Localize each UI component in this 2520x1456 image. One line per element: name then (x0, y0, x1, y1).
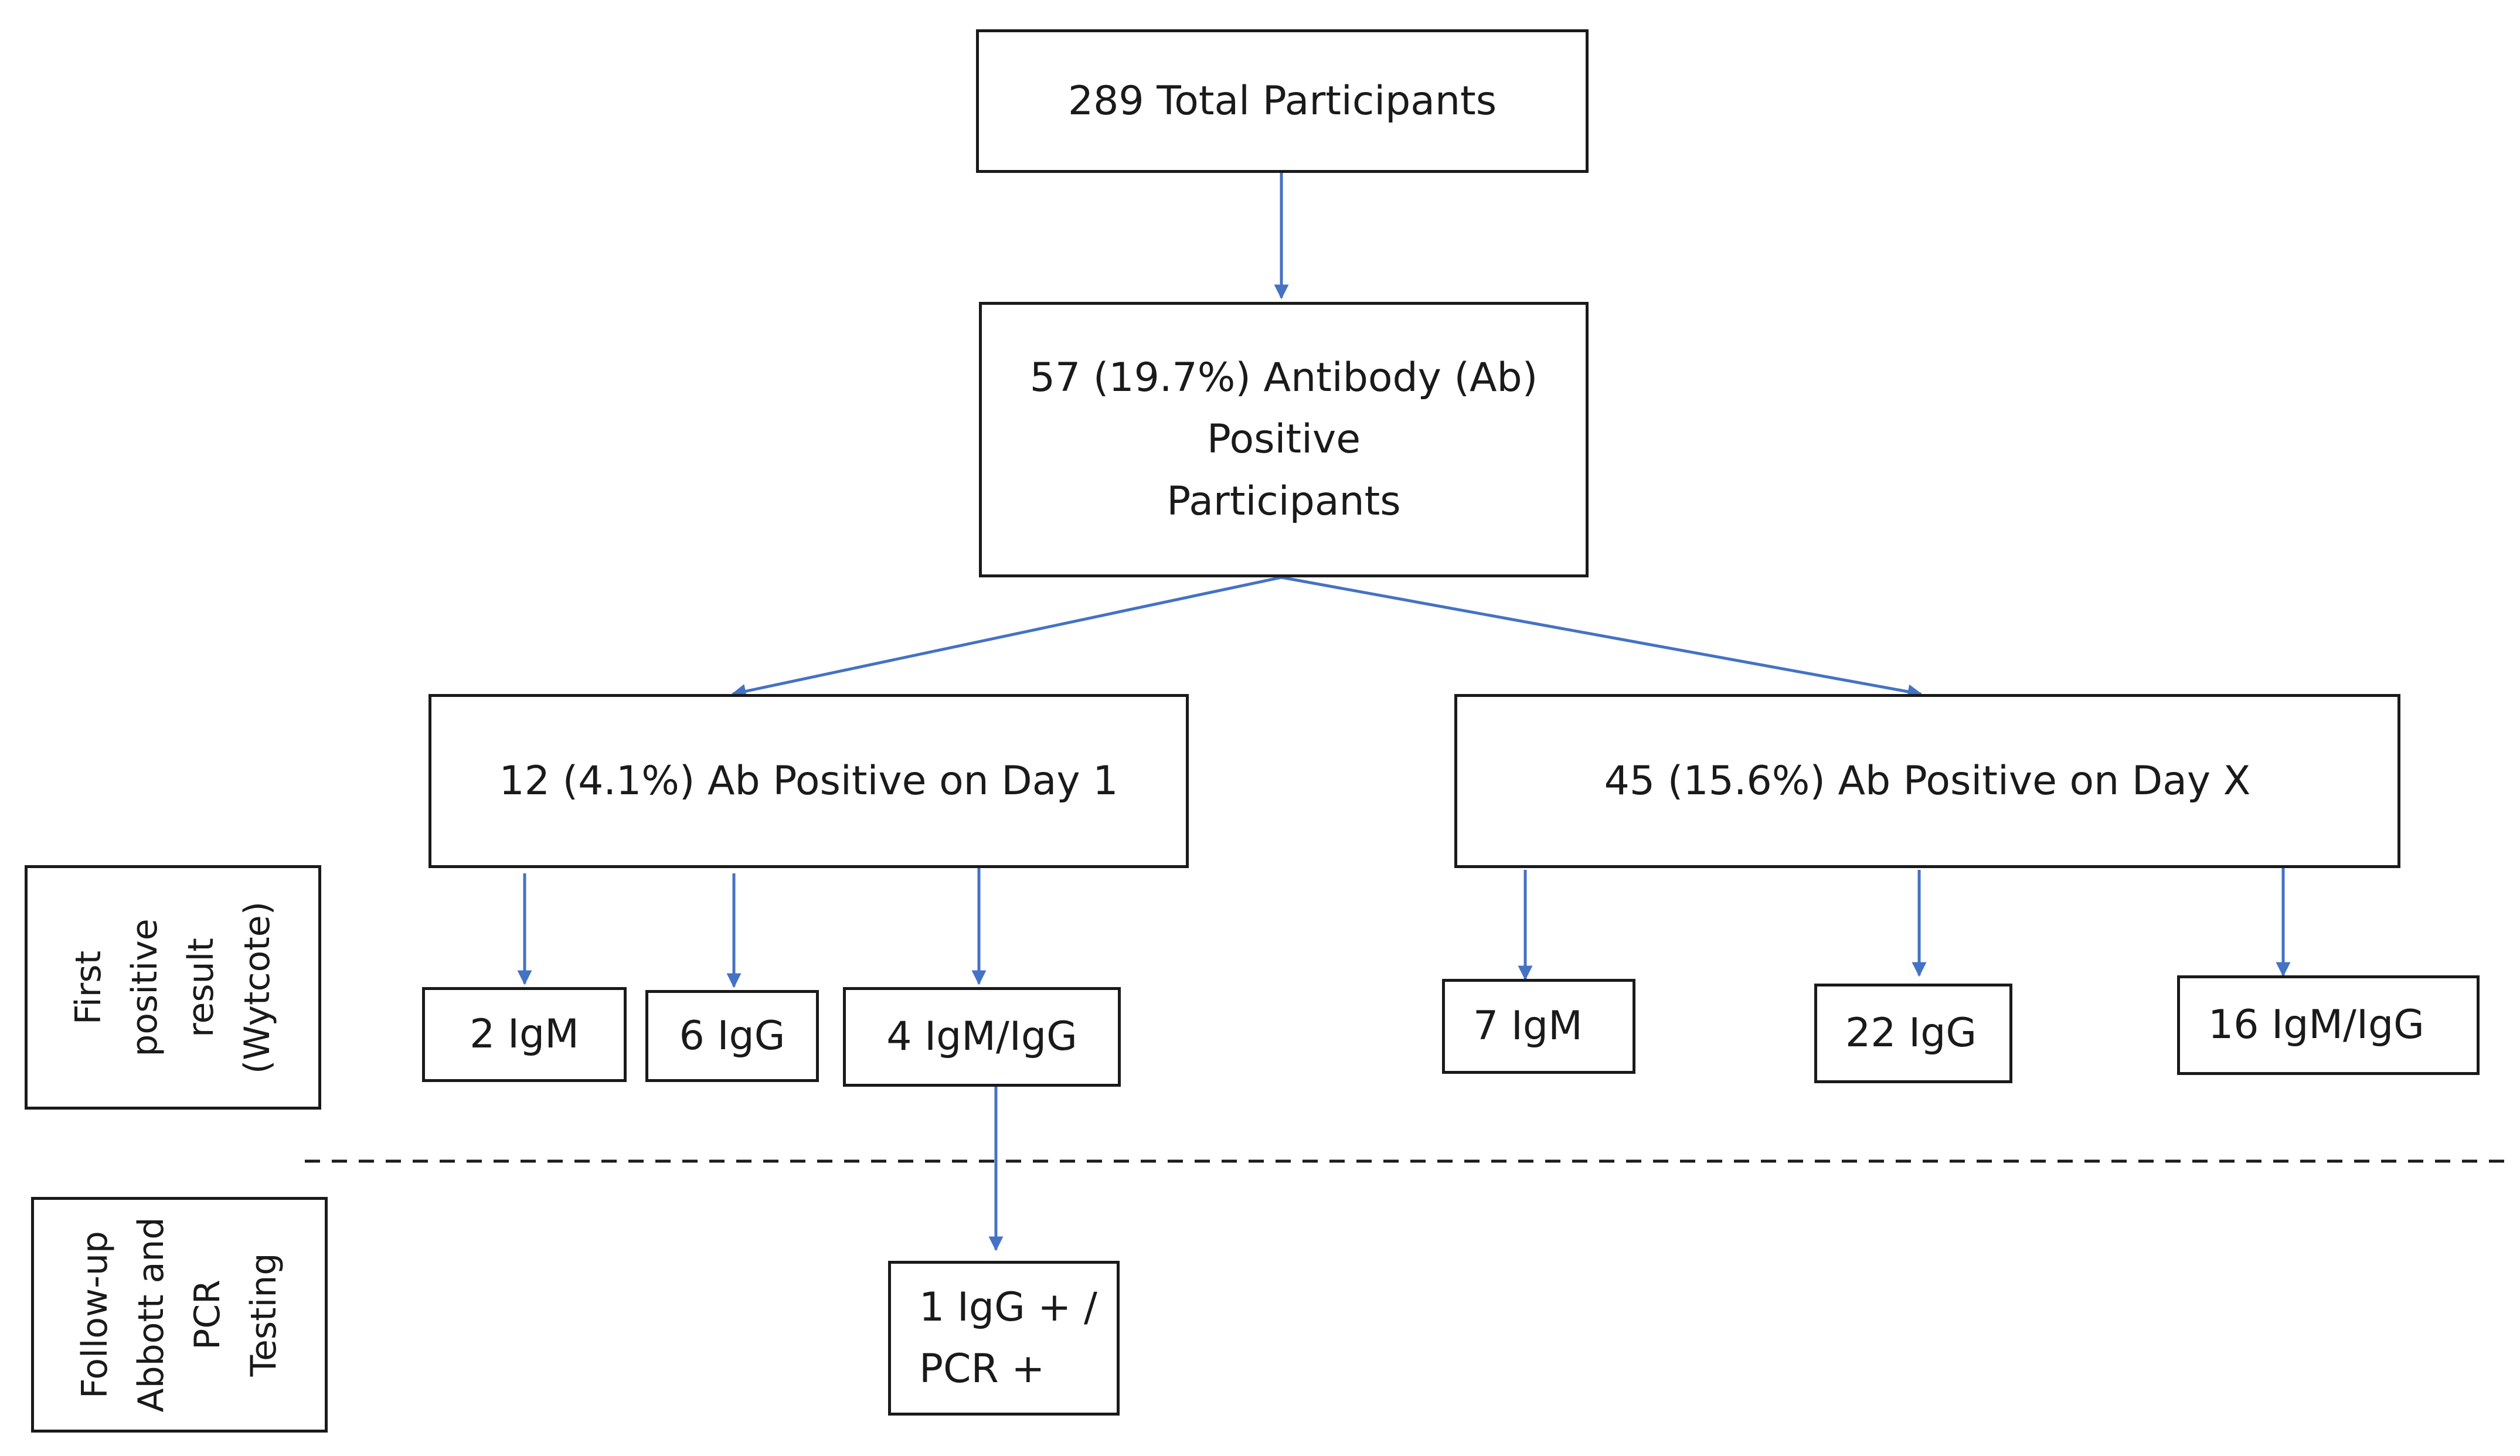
side-label-first-result: First positive result (Wytcote) (25, 865, 321, 1110)
side-label-first-result-line-3: result (181, 937, 222, 1037)
side-label-first-result-line-1: First (68, 950, 109, 1025)
node-dayx-positive-label: 45 (15.6%) Ab Positive on Day X (1604, 757, 2251, 804)
node-day1-igm: 2 IgM (422, 987, 627, 1082)
node-day1-positive: 12 (4.1%) Ab Positive on Day 1 (428, 694, 1189, 868)
node-followup-result-line-2: PCR + (919, 1346, 1045, 1392)
node-antibody-positive-line-1: 57 (19.7%) Antibody (Ab) (1029, 354, 1538, 401)
node-total-participants: 289 Total Participants (976, 29, 1589, 173)
node-day1-igm-label: 2 IgM (470, 1011, 579, 1058)
node-dayx-igg: 22 IgG (1814, 984, 2012, 1083)
node-followup-result-line-1: 1 IgG + / (919, 1284, 1097, 1331)
side-label-followup-line-1: Follow-up (74, 1231, 115, 1399)
side-label-followup-line-3: PCR (187, 1280, 228, 1350)
node-total-participants-label: 289 Total Participants (1067, 77, 1497, 124)
node-day1-positive-label: 12 (4.1%) Ab Positive on Day 1 (499, 757, 1118, 804)
node-dayx-positive: 45 (15.6%) Ab Positive on Day X (1454, 694, 2400, 868)
side-label-followup-line-2: Abbott and (131, 1217, 172, 1413)
node-dayx-igm-igg-label: 16 IgM/IgG (2208, 1002, 2424, 1049)
node-antibody-positive: 57 (19.7%) Antibody (Ab) Positive Partic… (979, 302, 1589, 577)
side-label-followup: Follow-up Abbott and PCR Testing (31, 1197, 328, 1433)
side-label-first-result-line-2: positive (124, 918, 165, 1057)
node-dayx-igm-label: 7 IgM (1473, 1003, 1583, 1050)
side-label-followup-line-4: Testing (243, 1253, 284, 1377)
node-day1-igm-igg-label: 4 IgM/IgG (886, 1013, 1077, 1060)
node-day1-igg-label: 6 IgG (679, 1012, 785, 1059)
node-antibody-positive-line-3: Participants (1167, 478, 1401, 525)
node-day1-igm-igg: 4 IgM/IgG (843, 987, 1121, 1087)
node-dayx-igm: 7 IgM (1442, 979, 1635, 1074)
side-label-first-result-line-4: (Wytcote) (237, 901, 278, 1074)
node-antibody-positive-line-2: Positive (1206, 416, 1361, 463)
node-day1-igg: 6 IgG (645, 990, 819, 1082)
node-followup-result: 1 IgG + / PCR + (888, 1261, 1120, 1416)
arrow-ab-to-dayx (1281, 576, 1923, 699)
arrow-ab-to-day1 (731, 576, 1282, 699)
node-dayx-igm-igg: 16 IgM/IgG (2177, 975, 2480, 1075)
node-dayx-igg-label: 22 IgG (1845, 1010, 1977, 1057)
